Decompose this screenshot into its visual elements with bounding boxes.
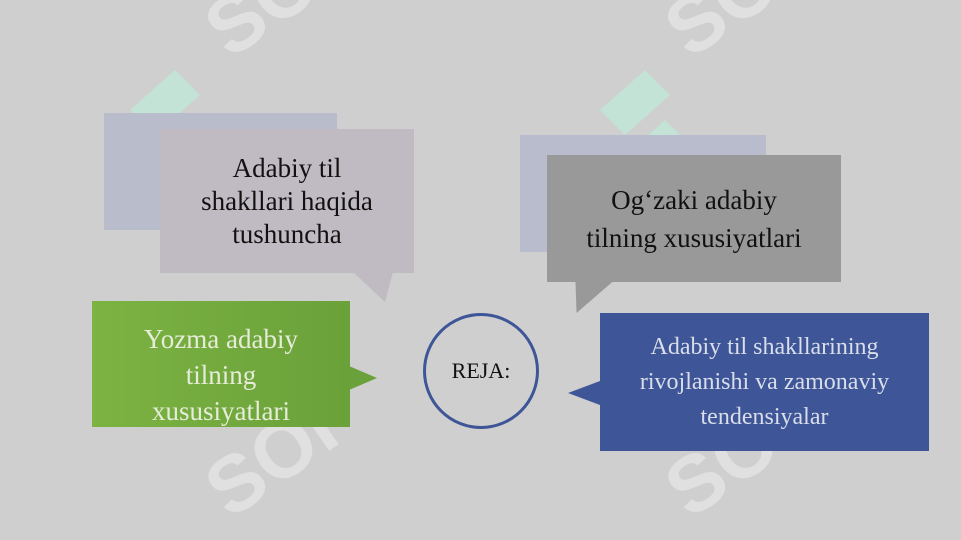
topic-box-top-right: Og‘zaki adabiy tilning xususiyatlari <box>547 155 841 282</box>
topic-text-top-right: Og‘zaki adabiy tilning xususiyatlari <box>586 184 802 253</box>
center-label: REJA: <box>451 358 511 383</box>
svg-text:SOF: SOF <box>189 0 375 74</box>
left-pointer <box>349 366 377 390</box>
topic-text-right: Adabiy til shakllarining rivojlanishi va… <box>639 333 890 430</box>
right-pointer <box>568 381 600 405</box>
topic-box-top-left: Adabiy til shakllari haqida tushuncha <box>160 129 414 273</box>
svg-text:SOF: SOF <box>649 0 835 74</box>
topic-box-right: Adabiy til shakllarining rivojlanishi va… <box>600 313 929 451</box>
topic-box-left: Yozma adabiy tilning xususiyatlari <box>92 301 350 427</box>
topic-text-top-left: Adabiy til shakllari haqida tushuncha <box>201 152 373 249</box>
center-circle: REJA: <box>423 313 539 429</box>
topic-text-left: Yozma adabiy tilning xususiyatlari <box>144 324 298 426</box>
top-right-pointer <box>560 281 614 313</box>
top-left-pointer <box>353 272 407 302</box>
